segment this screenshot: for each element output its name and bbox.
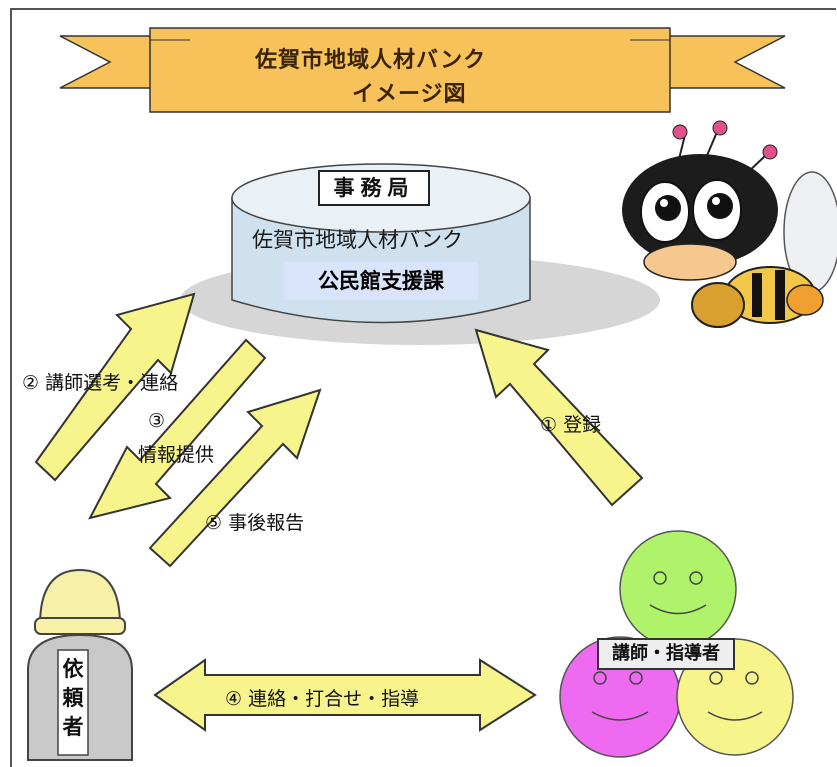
ribbon-center <box>149 27 671 113</box>
flow-arrows <box>34 292 644 732</box>
label-info-number: ③ <box>148 410 166 432</box>
label-info-provide: 情報提供 <box>138 444 215 466</box>
requester-label: 依頼者 <box>62 657 84 739</box>
requester-figure-icon <box>27 568 133 761</box>
ribbon-banner <box>59 27 786 113</box>
banner-title: 佐賀市地域人材バンク <box>255 48 487 73</box>
bee-mascot-icon <box>622 120 837 328</box>
database-name: 佐賀市地域人材バンク <box>252 228 464 252</box>
arrow-info-provide <box>88 338 267 520</box>
department-label: 公民館支援課 <box>284 262 478 300</box>
office-label: 事務局 <box>318 170 430 206</box>
arrow-coordinate <box>153 658 537 732</box>
diagram-frame <box>10 8 836 767</box>
label-post-report: ⑤ 事後報告 <box>205 512 305 534</box>
instructor-faces <box>559 530 794 758</box>
label-coordinate: ④ 連絡・打合せ・指導 <box>225 688 420 710</box>
instructors-label: 講師・指導者 <box>597 638 735 670</box>
label-register: ① 登録 <box>540 414 602 436</box>
arrow-select-contact <box>34 292 196 482</box>
smiley-face-icon <box>619 530 737 648</box>
arrow-post-report <box>148 388 322 568</box>
arrow-register <box>474 328 644 507</box>
label-select-contact: ② 講師選考・連絡 <box>22 372 179 394</box>
banner-subtitle: イメージ図 <box>352 82 467 107</box>
